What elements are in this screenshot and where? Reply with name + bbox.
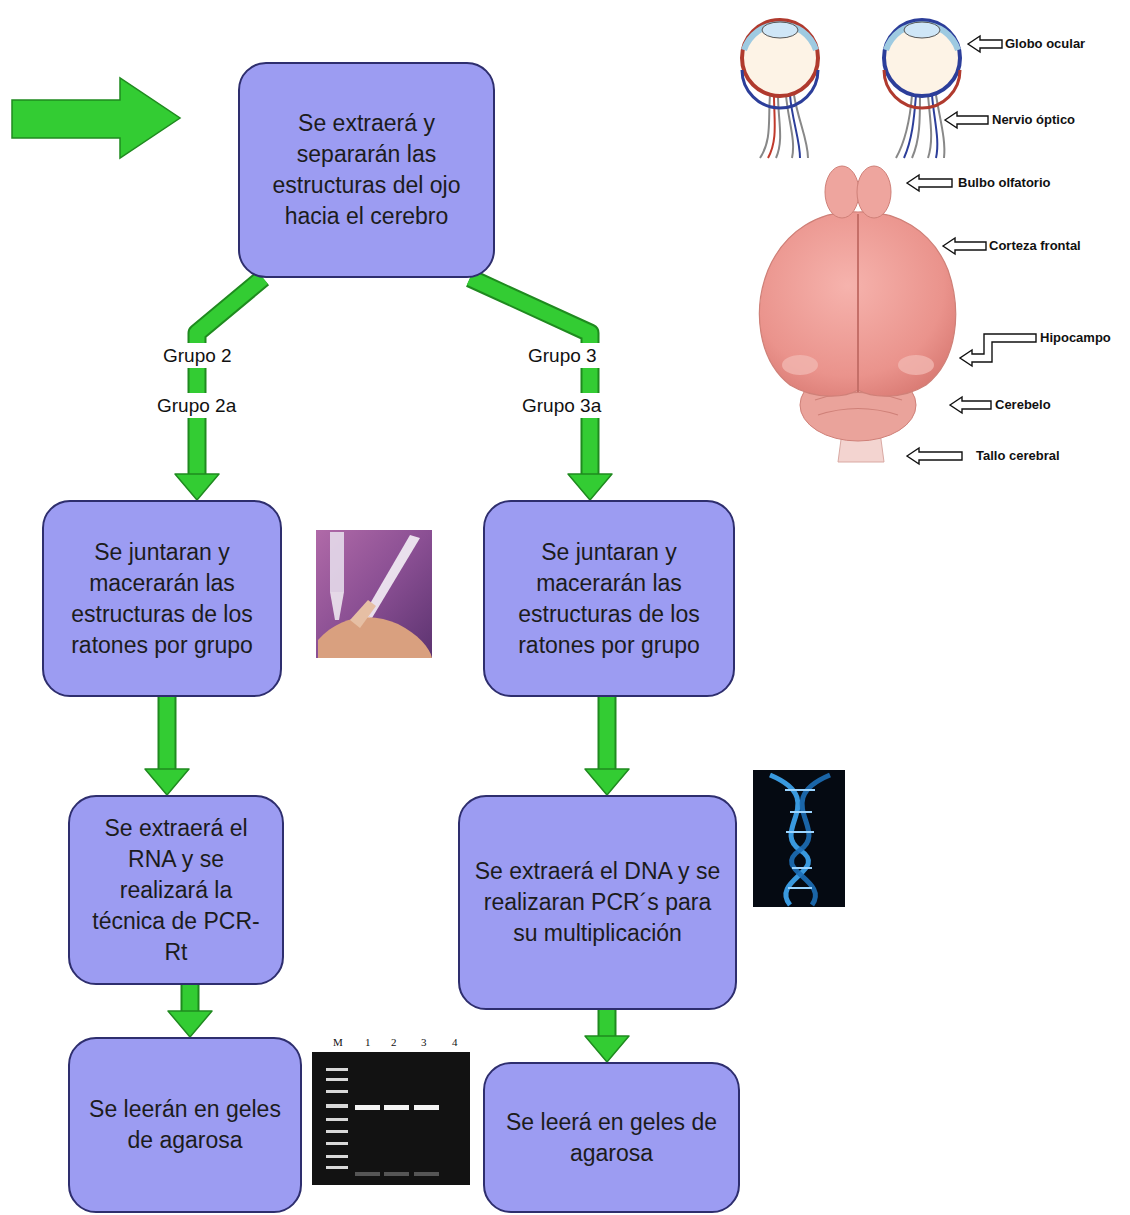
box-content: Se juntaran y macerarán las estructuras …	[499, 537, 719, 661]
box-content: Se extraerá el RNA y se realizará la téc…	[84, 813, 268, 968]
arrow-shaft	[600, 1010, 615, 1036]
entry-arrow	[12, 78, 180, 158]
eye-illustration	[742, 20, 960, 158]
part-label: Globo ocular	[1005, 36, 1085, 52]
arrow-outline	[598, 697, 617, 769]
group-label: Grupo 2a	[152, 393, 241, 418]
arrow-outline	[598, 1010, 617, 1036]
process-box: Se leerán en geles de agarosa	[68, 1037, 302, 1213]
box-content: Se leerán en geles de agarosa	[84, 1094, 286, 1156]
arrow-outline	[158, 697, 177, 769]
part-label: Tallo cerebral	[976, 448, 1060, 464]
lane-label: 4	[452, 1036, 458, 1049]
box-content: Se extraerá y separarán las estructuras …	[254, 108, 479, 232]
arrow-outline	[197, 278, 263, 474]
arrow-outline	[181, 985, 200, 1011]
arrow-shaft	[600, 697, 615, 769]
box-text: Se leerán en geles de agarosa	[84, 1094, 286, 1156]
arrow-shaft	[160, 697, 175, 769]
arrow-shaft	[470, 278, 590, 474]
flow-arrow	[585, 697, 629, 795]
dna-image	[753, 770, 845, 907]
part-label: Nervio óptico	[992, 112, 1075, 128]
box-text: Se juntaran y macerarán las estructuras …	[58, 537, 266, 661]
box-text: Se extraerá y separarán las estructuras …	[254, 108, 479, 232]
arrow-head	[168, 1011, 212, 1037]
arrow-shaft	[197, 278, 263, 474]
box-text: Se juntaran y macerarán las estructuras …	[499, 537, 719, 661]
process-box: Se leerá en geles de agarosa	[483, 1062, 740, 1213]
flow-arrow	[585, 1010, 629, 1062]
box-content: Se extraerá el DNA y se realizaran PCR´s…	[474, 856, 721, 949]
process-box: Se extraerá y separarán las estructuras …	[238, 62, 495, 278]
lane-label: 1	[365, 1036, 371, 1049]
part-label: Corteza frontal	[989, 238, 1081, 254]
arrow-head	[585, 769, 629, 795]
part-label: Hipocampo	[1040, 330, 1111, 346]
arrow-shaft	[183, 985, 198, 1011]
arrow-head	[145, 769, 189, 795]
part-label: Cerebelo	[995, 397, 1051, 413]
box-text: Se extraerá el DNA y se realizaran PCR´s…	[474, 856, 721, 949]
arrow-head	[175, 474, 219, 500]
part-label: Bulbo olfatorio	[958, 175, 1050, 191]
process-box: Se juntaran y macerarán las estructuras …	[483, 500, 735, 697]
process-box: Se extraerá el DNA y se realizaran PCR´s…	[458, 795, 737, 1010]
mouse-brain	[759, 166, 955, 462]
flow-arrow	[168, 985, 212, 1037]
lane-label: M	[333, 1036, 343, 1049]
arrow-outline	[470, 278, 590, 474]
process-box: Se juntaran y macerarán las estructuras …	[42, 500, 282, 697]
box-text: Se extraerá el RNA y se realizará la téc…	[84, 813, 268, 968]
lane-label: 2	[391, 1036, 397, 1049]
flow-arrow	[175, 278, 263, 500]
process-box: Se extraerá el RNA y se realizará la téc…	[68, 795, 284, 985]
agarose-gel	[312, 1052, 470, 1185]
group-label: Grupo 2	[158, 343, 237, 368]
flow-arrow	[145, 697, 189, 795]
arrow-head	[585, 1036, 629, 1062]
box-content: Se juntaran y macerarán las estructuras …	[58, 537, 266, 661]
group-label: Grupo 3	[523, 343, 602, 368]
box-text: Se leerá en geles de agarosa	[499, 1107, 724, 1169]
arrow-head	[568, 474, 612, 500]
pipette-photo	[316, 530, 432, 658]
flow-arrow	[470, 278, 612, 500]
box-content: Se leerá en geles de agarosa	[499, 1107, 724, 1169]
lane-label: 3	[421, 1036, 427, 1049]
group-label: Grupo 3a	[517, 393, 606, 418]
